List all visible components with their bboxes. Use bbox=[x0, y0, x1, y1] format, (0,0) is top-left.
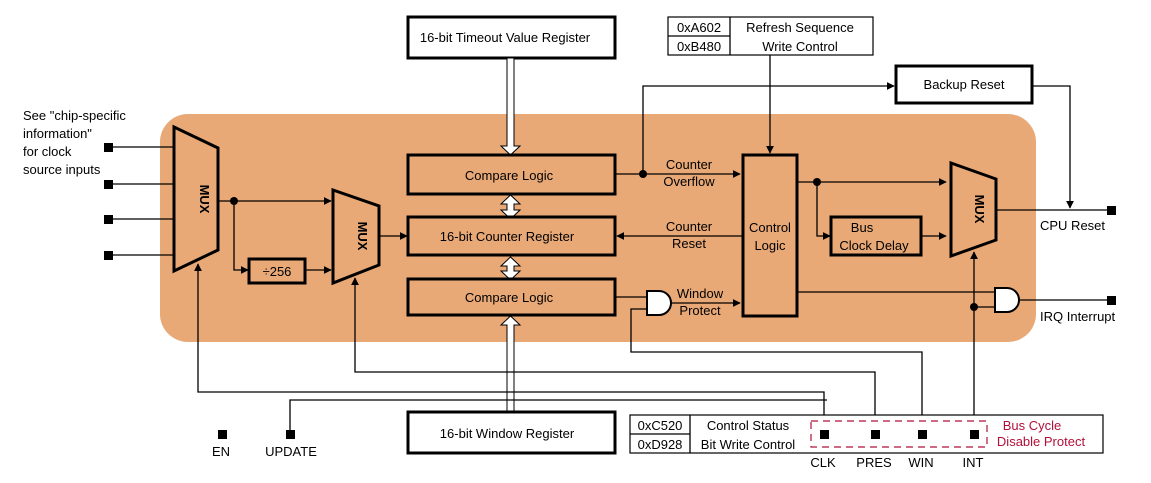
compare-logic-bottom bbox=[406, 277, 617, 317]
bus-clock-delay-label-1: Bus bbox=[851, 220, 874, 235]
backup-reset-output-wire bbox=[1032, 85, 1074, 209]
window-protect-and-gate bbox=[646, 290, 672, 316]
compare-logic-top bbox=[406, 153, 617, 196]
timeout-value-register bbox=[406, 15, 617, 60]
cpu-reset-pin bbox=[1107, 206, 1116, 215]
clock-input-pin-4 bbox=[104, 251, 113, 260]
window-register bbox=[406, 410, 617, 455]
reset-output-mux bbox=[949, 160, 998, 259]
clock-source-note-line-4: source inputs bbox=[23, 162, 101, 177]
counter-reset-label-2: Reset bbox=[672, 236, 706, 251]
window-to-compare-bus bbox=[499, 315, 522, 413]
bus-cycle-protect-region bbox=[810, 420, 988, 448]
control-status-label-2: Bit Write Control bbox=[701, 437, 796, 452]
refresh-label-2: Write Control bbox=[762, 39, 838, 54]
clock-select-mux bbox=[172, 124, 220, 274]
control-status-label-1: Control Status bbox=[707, 418, 790, 433]
window-protect-label-2: Protect bbox=[679, 303, 721, 318]
clk-bit-pin bbox=[820, 430, 829, 439]
counter-register-label: 16-bit Counter Register bbox=[440, 229, 575, 244]
compare-logic-bottom-label: Compare Logic bbox=[465, 290, 554, 305]
prescale-mux-label: MUX bbox=[355, 222, 370, 251]
counter-to-compare-top-bus bbox=[499, 194, 522, 220]
counter-reset-label-1: Counter bbox=[666, 219, 713, 234]
control-status-code-2: 0xD928 bbox=[638, 437, 683, 452]
pres-bit-pin bbox=[871, 430, 880, 439]
refresh-code-1: 0xA602 bbox=[677, 20, 721, 35]
control-status-box bbox=[629, 414, 1104, 454]
clock-select-mux-label: MUX bbox=[197, 185, 212, 214]
counter-overflow-label-1: Counter bbox=[666, 157, 713, 172]
timeout-value-register-label: 16-bit Timeout Value Register bbox=[420, 30, 591, 45]
reset-output-mux-label: MUX bbox=[972, 195, 987, 224]
bus-cycle-label-1: Bus Cycle bbox=[1003, 418, 1062, 433]
backup-reset-block bbox=[894, 64, 1034, 105]
clock-input-pin-2 bbox=[104, 180, 113, 189]
win-bit-to-and-wire bbox=[630, 308, 923, 436]
prescaler-label: ÷256 bbox=[263, 264, 292, 279]
irq-and-gate bbox=[994, 287, 1020, 313]
control-status-code-1: 0xC520 bbox=[638, 418, 683, 433]
update-pin bbox=[286, 430, 295, 439]
timeout-to-compare-bus bbox=[499, 57, 522, 156]
clk-bit-wire bbox=[194, 263, 825, 436]
update-bit-wire bbox=[289, 399, 827, 432]
clock-source-note-line-1: See "chip-specific bbox=[23, 108, 126, 123]
clock-source-note-line-3: for clock bbox=[23, 144, 72, 159]
prescaler-block bbox=[247, 257, 307, 285]
control-logic-block bbox=[741, 153, 799, 318]
control-logic-label-1: Control bbox=[749, 220, 791, 235]
int-bit-pin bbox=[970, 430, 979, 439]
en-label: EN bbox=[212, 444, 230, 459]
pres-bit-label: PRES bbox=[856, 455, 892, 470]
en-pin bbox=[218, 430, 227, 439]
update-label: UPDATE bbox=[265, 444, 317, 459]
int-bit-label: INT bbox=[963, 455, 984, 470]
clk-bit-label: CLK bbox=[810, 455, 836, 470]
prescale-mux bbox=[331, 187, 381, 286]
win-bit-label: WIN bbox=[908, 455, 933, 470]
win-bit-pin bbox=[918, 430, 927, 439]
compare-logic-top-label: Compare Logic bbox=[465, 168, 554, 183]
refresh-label-1: Refresh Sequence bbox=[746, 20, 854, 35]
window-register-label: 16-bit Window Register bbox=[440, 426, 575, 441]
backup-reset-input-wire bbox=[642, 82, 895, 174]
clock-source-note-line-2: information" bbox=[23, 126, 92, 141]
bus-delay-input-wire bbox=[816, 182, 831, 240]
control-logic-label-2: Logic bbox=[754, 238, 786, 253]
cpu-reset-label: CPU Reset bbox=[1040, 218, 1105, 233]
clock-input-pin-3 bbox=[104, 215, 113, 224]
irq-interrupt-label: IRQ Interrupt bbox=[1040, 309, 1116, 324]
window-protect-label-1: Window bbox=[677, 286, 724, 301]
counter-register bbox=[406, 215, 617, 257]
counter-to-compare-bottom-bus bbox=[499, 256, 522, 281]
bus-clock-delay-label-2: Clock Delay bbox=[839, 238, 909, 253]
int-split-node bbox=[970, 303, 978, 311]
counter-overflow-label-2: Overflow bbox=[663, 174, 715, 189]
prescaler-input-wire bbox=[233, 201, 249, 274]
pres-bit-wire bbox=[351, 277, 876, 436]
clock-input-pin-1 bbox=[104, 143, 113, 152]
bus-cycle-label-2: Disable Protect bbox=[997, 434, 1086, 449]
backup-reset-label: Backup Reset bbox=[924, 77, 1005, 92]
bus-clock-delay-block bbox=[829, 215, 923, 257]
refresh-code-2: 0xB480 bbox=[677, 39, 721, 54]
irq-interrupt-pin bbox=[1107, 296, 1116, 305]
